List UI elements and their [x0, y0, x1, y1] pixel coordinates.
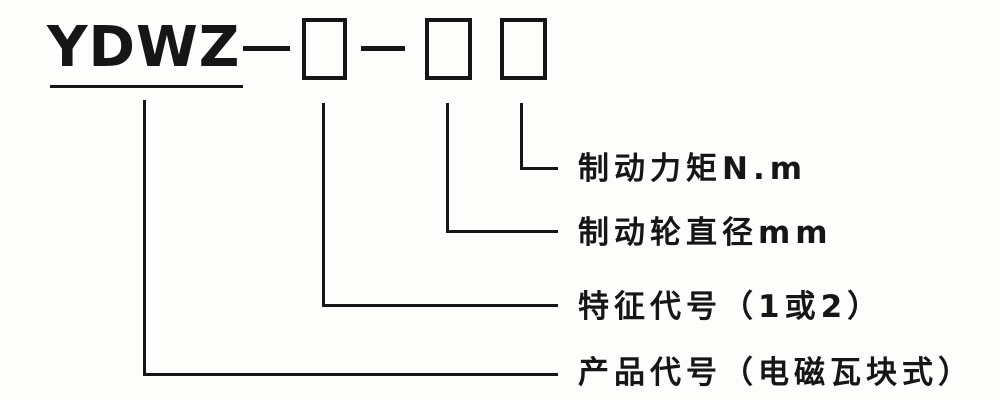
digit-box-feature-code [302, 18, 347, 80]
model-prefix-text: YDWZ [47, 15, 241, 80]
separator-dash-2 [361, 46, 405, 51]
leader-line-feature-code [322, 103, 558, 307]
digit-box-braking-torque [500, 18, 547, 80]
callout-wheel-diameter: 制动轮直径mm [578, 215, 833, 251]
leader-line-product-code [143, 100, 558, 376]
callout-braking-torque: 制动力矩N.m [578, 151, 808, 187]
callout-feature-code: 特征代号（1或2） [578, 289, 884, 325]
leader-line-braking-torque [520, 103, 558, 170]
callout-product-code: 产品代号（电磁瓦块式） [578, 355, 974, 391]
digit-box-wheel-diameter [425, 18, 472, 80]
separator-dash-1 [243, 46, 290, 51]
prefix-underline [50, 85, 243, 88]
leader-line-wheel-diameter [446, 103, 558, 233]
